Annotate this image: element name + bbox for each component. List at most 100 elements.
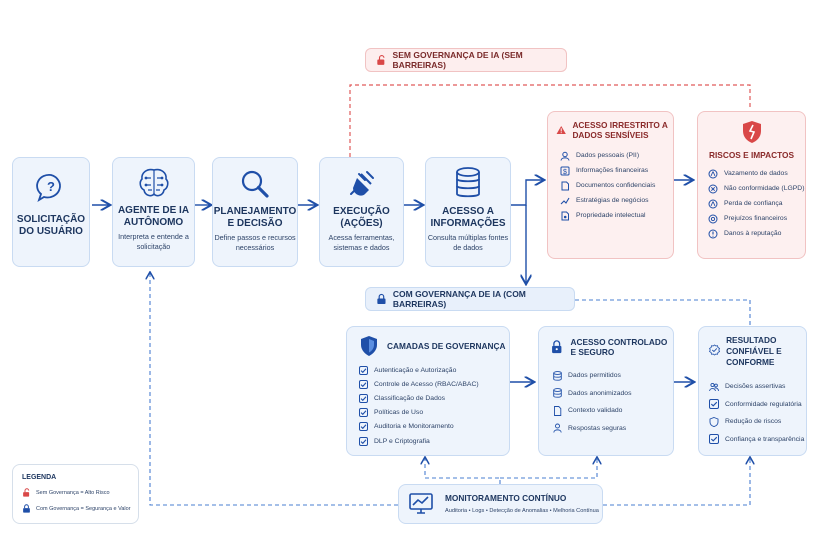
governance-path bbox=[575, 299, 751, 327]
database-icon bbox=[553, 370, 562, 381]
monitor-to-governance bbox=[425, 458, 501, 484]
no-governance-label: SEM GOVERNANÇA DE IA (SEM BARREIRAS) bbox=[392, 50, 523, 70]
document-icon bbox=[554, 405, 562, 416]
monitor-to-result bbox=[603, 458, 750, 506]
verified-badge-icon bbox=[709, 344, 721, 356]
flow-subtitle: Acessa ferramentas, sistemas e dados bbox=[328, 233, 395, 252]
broken-shield-icon bbox=[742, 121, 761, 143]
flow-subtitle: Interpreta e entende a solicitação bbox=[118, 232, 189, 251]
flow-box-agent: AGENTE DE IA AUTÔNOMO Interpreta e enten… bbox=[112, 157, 195, 267]
list-item: Não conformidade (LGPD) bbox=[708, 181, 805, 196]
governance-banner: COM GOVERNANÇA DE IA (COM BARREIRAS) bbox=[365, 287, 575, 311]
flow-box-planning: PLANEJAMENTO E DECISÃO Define passos e r… bbox=[212, 157, 298, 267]
flow-box-information: ACESSO A INFORMAÇÕES Consulta múltiplas … bbox=[425, 157, 511, 267]
legend-item-no-governance: Sem Governança = Alto Risco bbox=[22, 488, 138, 497]
governance-title: CAMADAS DE GOVERNANÇA bbox=[387, 341, 506, 351]
lock-icon bbox=[377, 293, 386, 304]
people-icon bbox=[709, 382, 719, 391]
list-item: Confiança e transparência bbox=[709, 431, 806, 449]
list-item: Autenticação e Autorização bbox=[359, 363, 509, 377]
list-item: Controle de Acesso (RBAC/ABAC) bbox=[359, 377, 509, 391]
monitoring-panel: MONITORAMENTO CONTÍNUO Auditoria • Logs … bbox=[398, 484, 603, 524]
warning-icon bbox=[556, 125, 566, 135]
shield-icon bbox=[361, 336, 377, 356]
risks-title: RISCOS E IMPACTOS bbox=[709, 150, 794, 160]
list-item: Propriedade intelectual bbox=[560, 208, 673, 223]
checkbox-icon bbox=[359, 422, 368, 432]
database-icon bbox=[456, 167, 480, 198]
legend-item-governance: Com Governança = Segurança e Valor bbox=[22, 504, 138, 513]
list-item: Danos à reputação bbox=[708, 226, 805, 241]
flow-title: PLANEJAMENTO E DECISÃO bbox=[213, 206, 297, 229]
unrestricted-access-panel: ACESSO IRRESTRITO A DADOS SENSÍVEIS Dado… bbox=[547, 111, 674, 259]
flow-box-request: ? SOLICITAÇÃO DO USUÁRIO bbox=[12, 157, 90, 267]
flow-subtitle: Consulta múltiplas fontes de dados bbox=[427, 233, 509, 252]
list-item: Decisões assertivas bbox=[709, 378, 806, 396]
list-item: DLP e Criptografia bbox=[359, 434, 509, 448]
warning-circle-icon bbox=[708, 229, 718, 238]
magnifier-icon bbox=[241, 170, 269, 198]
flow-title: SOLICITAÇÃO DO USUÁRIO bbox=[16, 214, 86, 237]
list-item: Dados pessoais (PII) bbox=[560, 148, 673, 163]
governance-label: COM GOVERNANÇA DE IA (COM BARREIRAS) bbox=[392, 289, 526, 309]
risks-panel: RISCOS E IMPACTOS Vazamento de dados Não… bbox=[697, 111, 806, 259]
list-item: Políticas de Uso bbox=[359, 406, 509, 420]
checkbox-icon bbox=[359, 408, 368, 418]
arrow-to-unrestricted bbox=[511, 180, 543, 206]
list-item: Documentos confidenciais bbox=[560, 178, 673, 193]
list-item: Estratégias de negócios bbox=[560, 193, 673, 208]
alert-icon bbox=[708, 169, 718, 178]
checkbox-icon bbox=[359, 365, 368, 375]
unlock-icon bbox=[377, 55, 385, 65]
result-panel: RESULTADO CONFIÁVEL E CONFORME Decisões … bbox=[698, 326, 807, 456]
list-item: Respostas seguras bbox=[553, 420, 673, 438]
result-title: RESULTADO CONFIÁVEL E CONFORME bbox=[726, 335, 782, 367]
checkbox-icon bbox=[709, 399, 719, 410]
x-circle-icon bbox=[708, 184, 718, 193]
flow-subtitle: Define passos e recursos necessários bbox=[214, 233, 296, 252]
list-item: Dados anonimizados bbox=[553, 385, 673, 403]
database-icon bbox=[553, 388, 562, 398]
plug-icon bbox=[349, 171, 374, 196]
feedback-loop bbox=[150, 273, 398, 506]
padlock-icon bbox=[552, 340, 562, 354]
svg-text:$: $ bbox=[563, 169, 567, 176]
monitoring-subtitle: Auditoria • Logs • Detecção de Anomalias… bbox=[445, 508, 599, 514]
alert-icon bbox=[708, 199, 718, 208]
list-item: Perda de confiança bbox=[708, 196, 805, 211]
chat-question-icon: ? bbox=[36, 173, 61, 203]
no-governance-banner: SEM GOVERNANÇA DE IA (SEM BARREIRAS) bbox=[365, 48, 567, 72]
flow-title: EXECUÇÃO (AÇÕES) bbox=[333, 206, 390, 229]
money-icon: $ bbox=[560, 166, 570, 176]
no-governance-path bbox=[349, 84, 751, 157]
list-item: Conformidade regulatória bbox=[709, 396, 806, 414]
checkbox-icon bbox=[359, 436, 368, 446]
list-item: Vazamento de dados bbox=[708, 166, 805, 181]
list-item: Classificação de Dados bbox=[359, 391, 509, 405]
governance-layers-panel: CAMADAS DE GOVERNANÇA Autenticação e Aut… bbox=[346, 326, 510, 456]
list-item: Redução de riscos bbox=[709, 413, 806, 431]
svg-text:?: ? bbox=[47, 179, 55, 194]
checkbox-icon bbox=[359, 393, 368, 403]
list-item: $Informações financeiras bbox=[560, 163, 673, 178]
monitor-to-controlled bbox=[500, 458, 597, 479]
monitor-chart-icon bbox=[409, 493, 433, 514]
brain-circuit-icon bbox=[138, 168, 169, 197]
list-item: Dados permitidos bbox=[553, 367, 673, 385]
checkbox-icon bbox=[359, 379, 368, 389]
list-item: Contexto validado bbox=[553, 402, 673, 420]
shield-small-icon bbox=[709, 416, 719, 427]
coin-icon bbox=[708, 214, 718, 223]
user-icon bbox=[560, 151, 570, 161]
unrestricted-title: ACESSO IRRESTRITO A DADOS SENSÍVEIS bbox=[572, 120, 668, 140]
document-icon bbox=[561, 181, 569, 190]
controlled-access-panel: ACESSO CONTROLADO E SEGURO Dados permiti… bbox=[538, 326, 674, 456]
list-item: Prejuízos financeiros bbox=[708, 211, 805, 226]
legend: LEGENDA Sem Governança = Alto Risco Com … bbox=[12, 464, 139, 524]
ip-document-icon bbox=[561, 211, 569, 220]
chart-icon bbox=[560, 197, 570, 204]
legend-title: LEGENDA bbox=[22, 474, 57, 481]
monitoring-title: MONITORAMENTO CONTÍNUO bbox=[445, 493, 567, 503]
user-icon bbox=[553, 423, 562, 433]
